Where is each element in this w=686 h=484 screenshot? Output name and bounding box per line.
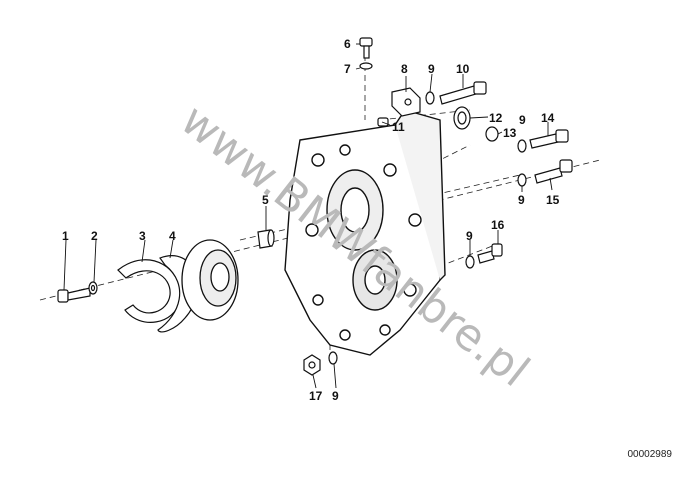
callout-1: 1 (62, 229, 69, 243)
callout-6: 6 (344, 37, 351, 51)
part-washers-9 (328, 91, 527, 365)
part-bolt-14 (529, 129, 569, 149)
part-bolt-16 (477, 243, 503, 264)
transmission-housing (284, 109, 446, 356)
part-washer-2 (88, 281, 98, 295)
callout-16: 16 (491, 218, 505, 232)
callout-13: 13 (503, 126, 517, 140)
callout-7: 7 (344, 62, 351, 76)
part-bolt-15 (534, 159, 573, 184)
part-sleeve-5 (257, 229, 275, 249)
callout-14: 14 (541, 111, 555, 125)
part-bolt-1 (57, 287, 91, 303)
callout-9a: 9 (428, 62, 435, 76)
callout-12: 12 (489, 111, 503, 125)
callout-9b: 9 (519, 113, 526, 127)
callout-9e: 9 (332, 389, 339, 403)
callout-10: 10 (456, 62, 470, 76)
callout-2: 2 (91, 229, 98, 243)
callout-4: 4 (169, 229, 176, 243)
part-plug-13 (485, 126, 499, 142)
callout-5: 5 (262, 193, 269, 207)
part-seal-12 (453, 106, 471, 130)
callout-8: 8 (401, 62, 408, 76)
callout-15: 15 (546, 193, 560, 207)
callout-9d: 9 (466, 229, 473, 243)
leader-lines (63, 43, 553, 389)
part-bolt-10 (439, 81, 487, 105)
callout-labels: 1 2 3 4 5 6 7 8 9 10 11 12 13 9 14 9 15 … (62, 37, 560, 403)
callout-3: 3 (139, 229, 146, 243)
part-bracket-8 (391, 87, 421, 117)
callout-11: 11 (392, 120, 405, 134)
part-bearing (181, 239, 239, 321)
part-screw-6 (359, 37, 373, 59)
part-washer-7 (359, 62, 373, 70)
part-nut-17 (303, 354, 321, 376)
callout-17: 17 (309, 389, 323, 403)
drawing-code: 00002989 (627, 449, 673, 460)
callout-9c: 9 (518, 193, 525, 207)
